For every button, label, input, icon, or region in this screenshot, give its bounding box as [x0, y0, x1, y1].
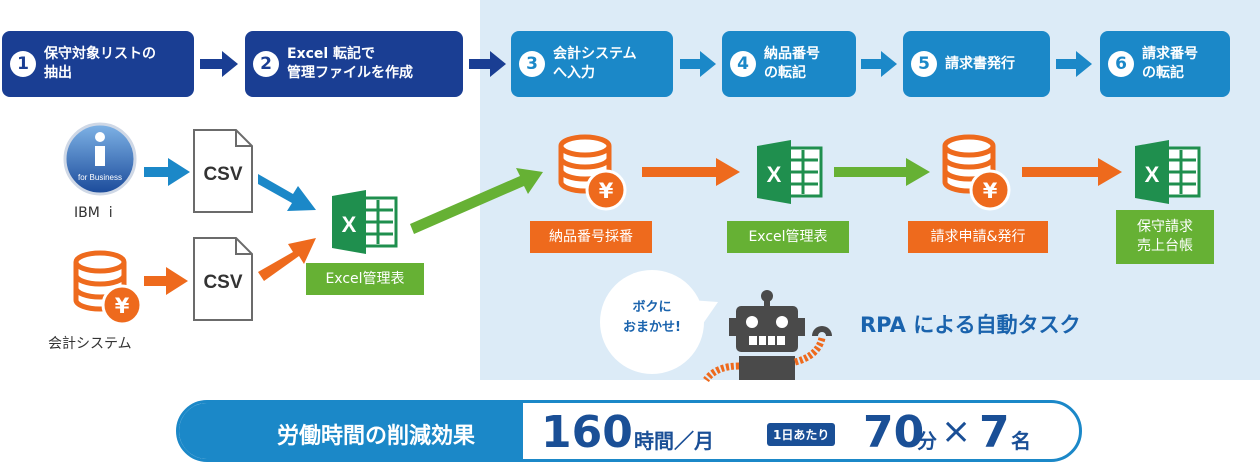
- banner-label-area: [179, 403, 523, 459]
- arrow-csv-to-excel: [258, 174, 316, 211]
- ibm-logo-text: for Business: [78, 173, 122, 182]
- csv-label: CSV: [203, 164, 242, 185]
- step-6: 6 請求番号 の転記: [1100, 31, 1230, 97]
- hours-unit: 時間／月: [634, 429, 714, 453]
- accounting-database-icon: [942, 134, 1011, 211]
- step-2: 2 Excel 転記で 管理ファイルを作成: [245, 31, 463, 97]
- step-number: 6: [1108, 51, 1134, 77]
- arrow-excel-to-accounting: [410, 168, 543, 234]
- step-number: 4: [730, 51, 756, 77]
- csv-file-icon: [193, 129, 253, 213]
- excel-management-label: Excel管理表: [306, 263, 424, 295]
- accounting-database-icon: [558, 134, 627, 211]
- excel-x: X: [342, 212, 357, 237]
- people-unit: 名: [1011, 429, 1031, 453]
- rpa-flow-label: 納品番号採番: [530, 221, 652, 253]
- excel-icon: [1135, 140, 1201, 204]
- step-label: 保守対象リストの 抽出: [44, 46, 156, 81]
- csv-label: CSV: [203, 272, 242, 293]
- reduction-banner: 労働時間の削減効果 160 時間／月 1日あたり 70 分 × 7 名: [176, 400, 1082, 462]
- minutes-value: 70: [863, 407, 925, 458]
- ibm-i-icon: [63, 122, 137, 196]
- step-4: 4 納品番号 の転記: [722, 31, 856, 97]
- speech-bubble-text: ボクに おまかせ!: [623, 300, 681, 335]
- accounting-database-icon: [73, 250, 143, 326]
- step-3: 3 会計システム へ入力: [511, 31, 673, 97]
- accounting-system-caption: 会計システム: [48, 336, 132, 352]
- step-label: 請求番号 の転記: [1142, 46, 1198, 81]
- ibm-i-caption: IBM i: [74, 205, 113, 221]
- times-sign: ×: [941, 411, 972, 452]
- arrow-csv-to-excel: [258, 238, 316, 281]
- step-arrow: [680, 51, 1092, 77]
- rpa-flow-label: Excel管理表: [727, 221, 849, 253]
- step-number: 1: [10, 51, 36, 77]
- step-1: 1 保守対象リストの 抽出: [2, 31, 194, 97]
- step-label: Excel 転記で 管理ファイルを作成: [287, 46, 413, 81]
- minutes-unit: 分: [917, 429, 937, 453]
- step-label: 会計システム へ入力: [553, 46, 637, 81]
- step-arrow: [200, 51, 506, 77]
- flow-arrow: [834, 158, 930, 186]
- step-label: 請求書発行: [945, 55, 1015, 72]
- arrow-ibm-to-csv: [144, 158, 190, 186]
- yen-icon: ¥: [599, 179, 614, 203]
- excel-x: X: [767, 162, 782, 187]
- banner-label: 労働時間の削減効果: [277, 424, 476, 449]
- step-number: 2: [253, 51, 279, 77]
- flow-arrow: [1022, 158, 1122, 186]
- excel-icon: [332, 190, 398, 254]
- rpa-flow-label: 保守請求 売上台帳: [1116, 210, 1214, 264]
- step-number: 5: [911, 51, 937, 77]
- people-value: 7: [979, 407, 1010, 458]
- csv-file-icon: [193, 237, 253, 321]
- yen-icon: ¥: [983, 179, 998, 203]
- rpa-title: RPA による自動タスク: [860, 313, 1081, 337]
- arrow-accounting-to-csv: [144, 267, 188, 295]
- excel-x: X: [1145, 162, 1160, 187]
- step-5: 5 請求書発行: [903, 31, 1050, 97]
- step-number: 3: [519, 51, 545, 77]
- hours-value: 160: [541, 407, 633, 458]
- per-day-badge: 1日あたり: [767, 423, 836, 446]
- flow-arrow: [642, 158, 740, 186]
- step-label: 納品番号 の転記: [764, 46, 820, 81]
- rpa-flow-label: 請求申請&発行: [908, 221, 1048, 253]
- excel-icon: [757, 140, 823, 204]
- speech-bubble: [600, 270, 718, 374]
- robot-icon: [703, 290, 832, 383]
- yen-icon: ¥: [115, 294, 130, 318]
